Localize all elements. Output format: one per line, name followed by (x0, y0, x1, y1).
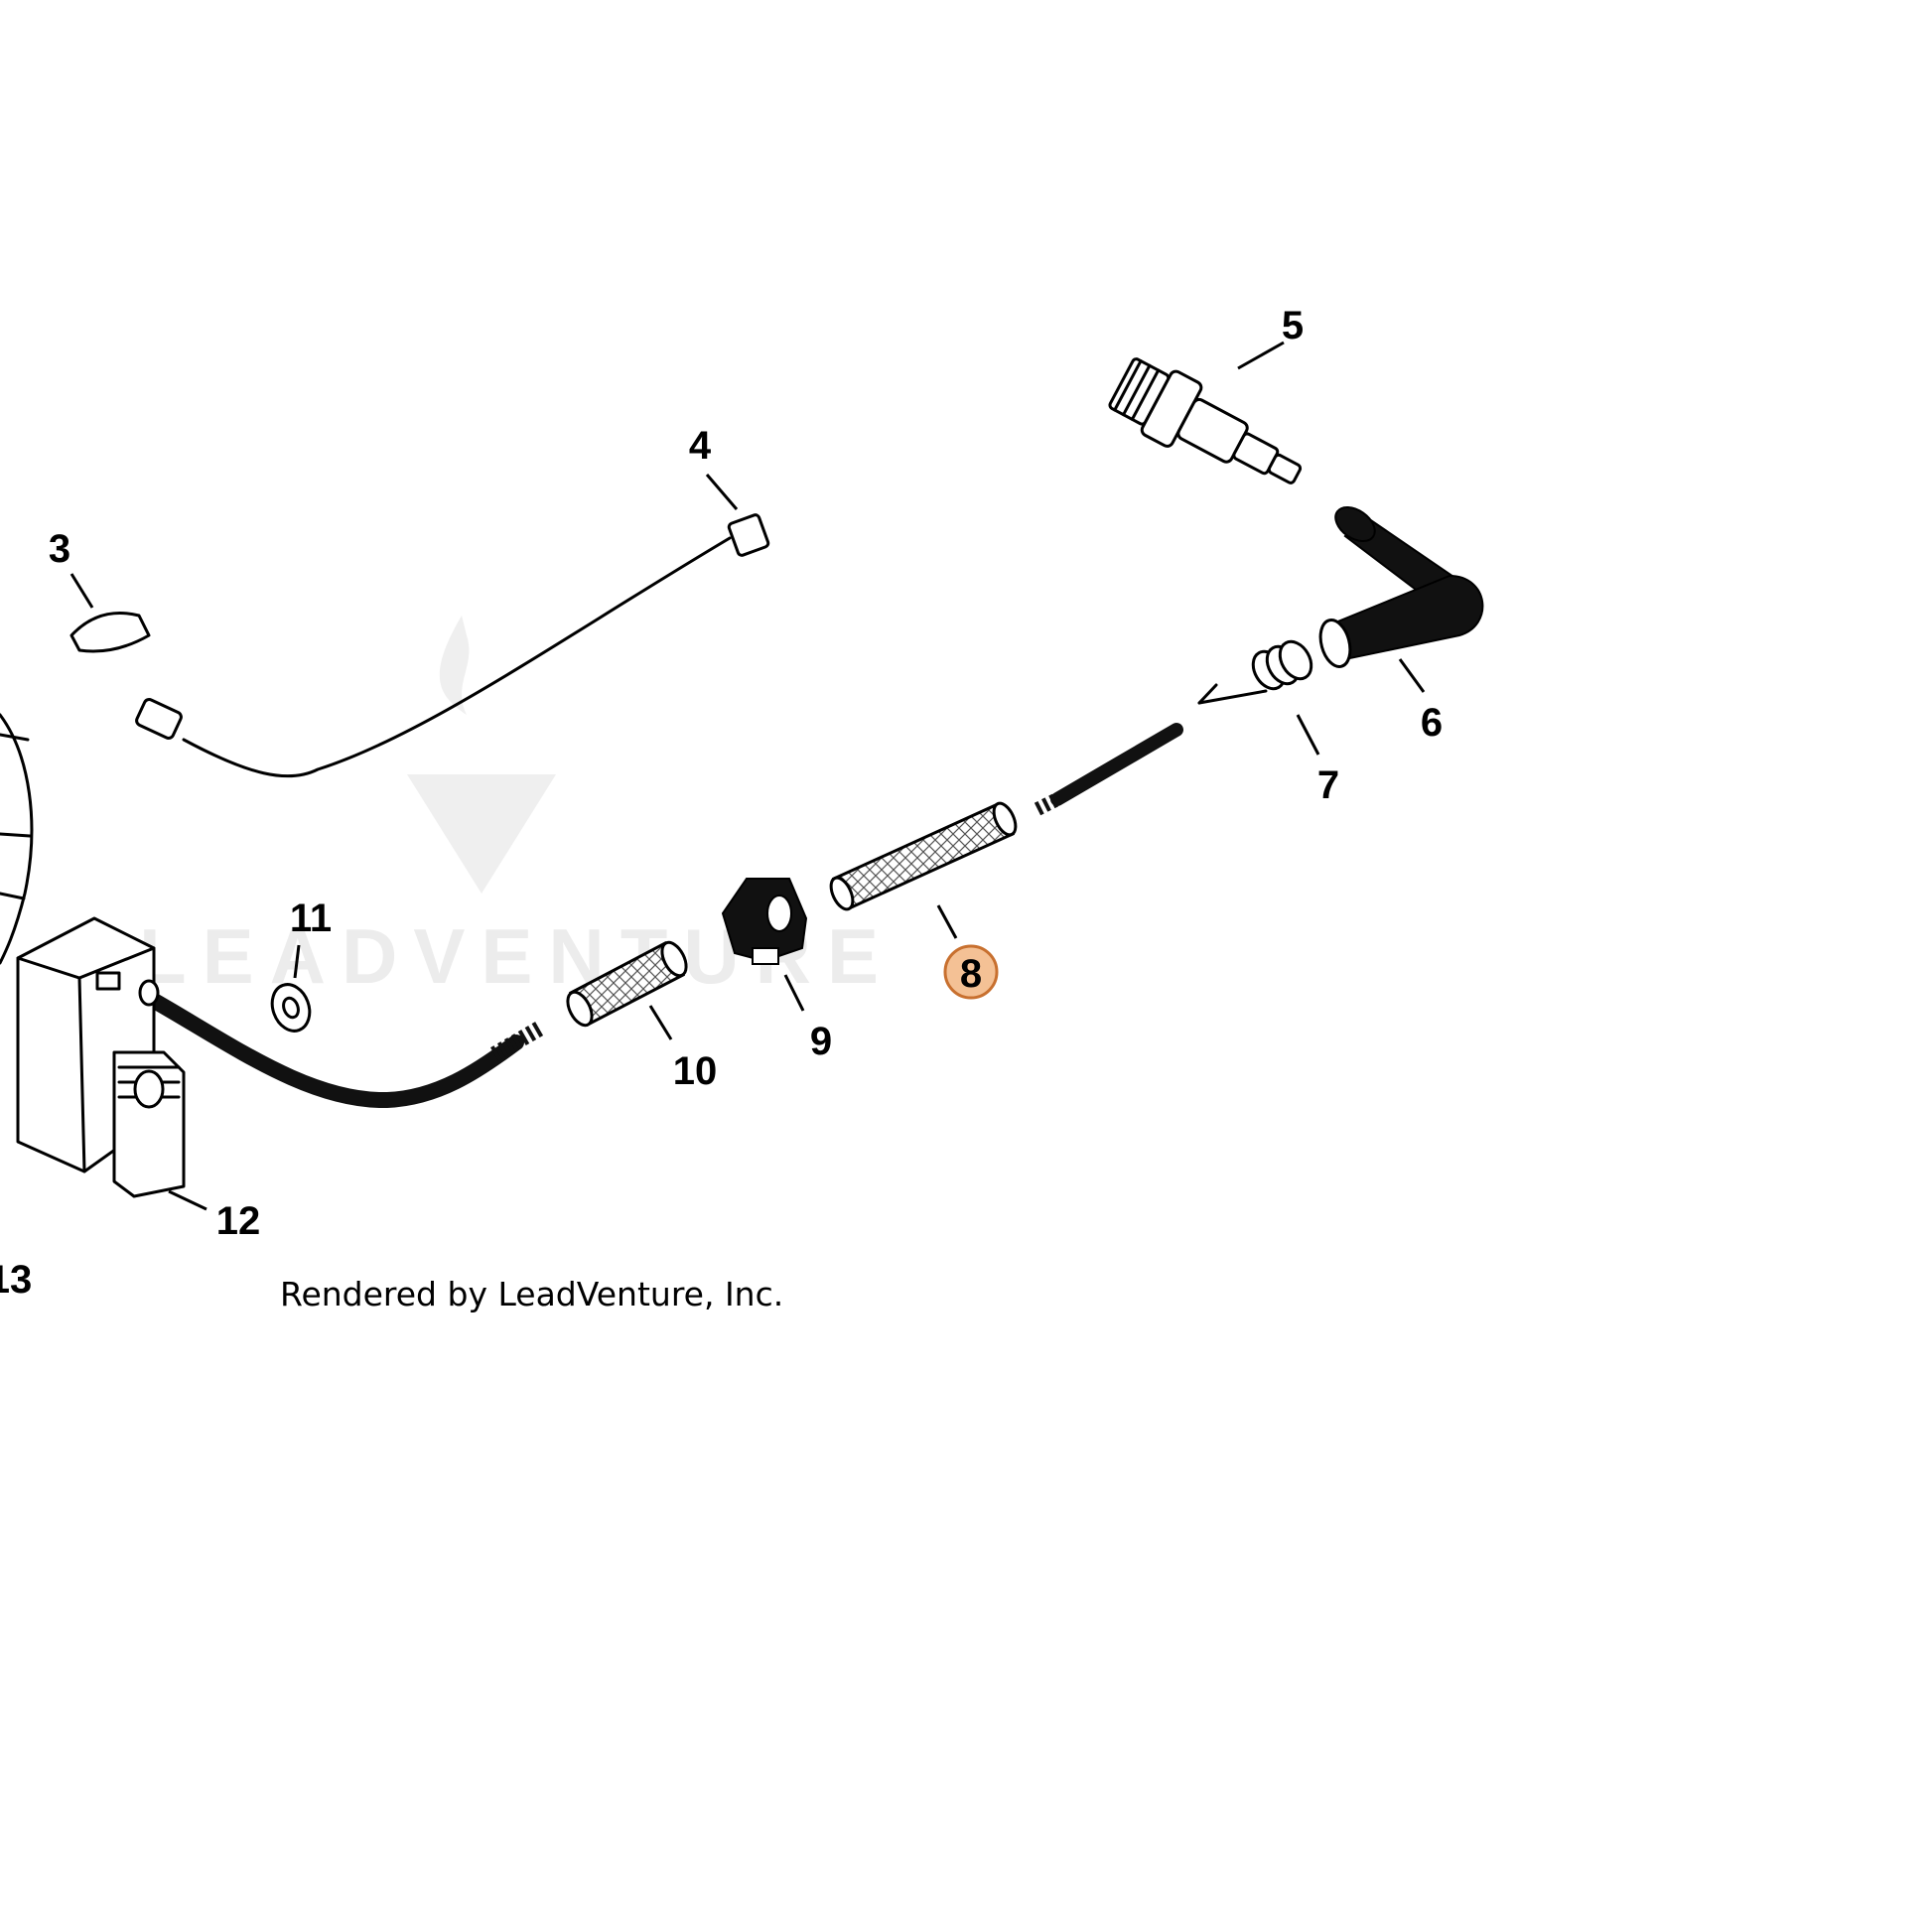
callout-13[interactable]: 13 (0, 1258, 32, 1302)
leader-11 (293, 944, 301, 979)
part-8-sleeve[interactable] (827, 800, 1021, 912)
callout-7[interactable]: 7 (1317, 763, 1339, 807)
leader-9 (783, 974, 805, 1012)
part-7-spring[interactable] (1197, 636, 1317, 705)
credit-text: Rendered by LeadVenture, Inc. (280, 1275, 783, 1313)
callout-8[interactable]: 8 (960, 952, 982, 996)
callout-4[interactable]: 4 (689, 424, 712, 468)
callout-3[interactable]: 3 (49, 527, 70, 571)
callout-6[interactable]: 6 (1421, 701, 1443, 745)
part-10-sleeve[interactable] (563, 938, 691, 1029)
leader-7 (1296, 714, 1320, 756)
part-9-grommet[interactable] (721, 878, 808, 965)
leader-5 (1237, 341, 1285, 370)
part-6-boot[interactable] (1315, 500, 1484, 670)
callout-12[interactable]: 12 (216, 1199, 261, 1243)
leader-6 (1398, 658, 1426, 693)
part-12-ignition-module[interactable] (16, 916, 545, 1198)
leader-10 (648, 1005, 673, 1040)
leader-12 (168, 1189, 207, 1211)
callout-9[interactable]: 9 (810, 1020, 832, 1063)
part-11-washer[interactable] (266, 979, 316, 1035)
callout-10[interactable]: 10 (673, 1049, 718, 1093)
leader-8 (936, 904, 958, 939)
callout-8-highlight[interactable]: 8 (943, 944, 999, 1000)
part-3-key[interactable] (69, 612, 151, 653)
leader-3 (69, 573, 94, 609)
ignition-lead-right (1034, 723, 1183, 816)
part-5-spark-plug[interactable] (1105, 350, 1313, 506)
leader-4 (705, 474, 739, 510)
part-4-wire[interactable] (135, 513, 770, 778)
callout-8-badge[interactable] (943, 944, 999, 1000)
callout-5[interactable]: 5 (1282, 304, 1304, 347)
callout-11[interactable]: 11 (290, 897, 332, 940)
part-13-flywheel[interactable] (0, 713, 34, 965)
